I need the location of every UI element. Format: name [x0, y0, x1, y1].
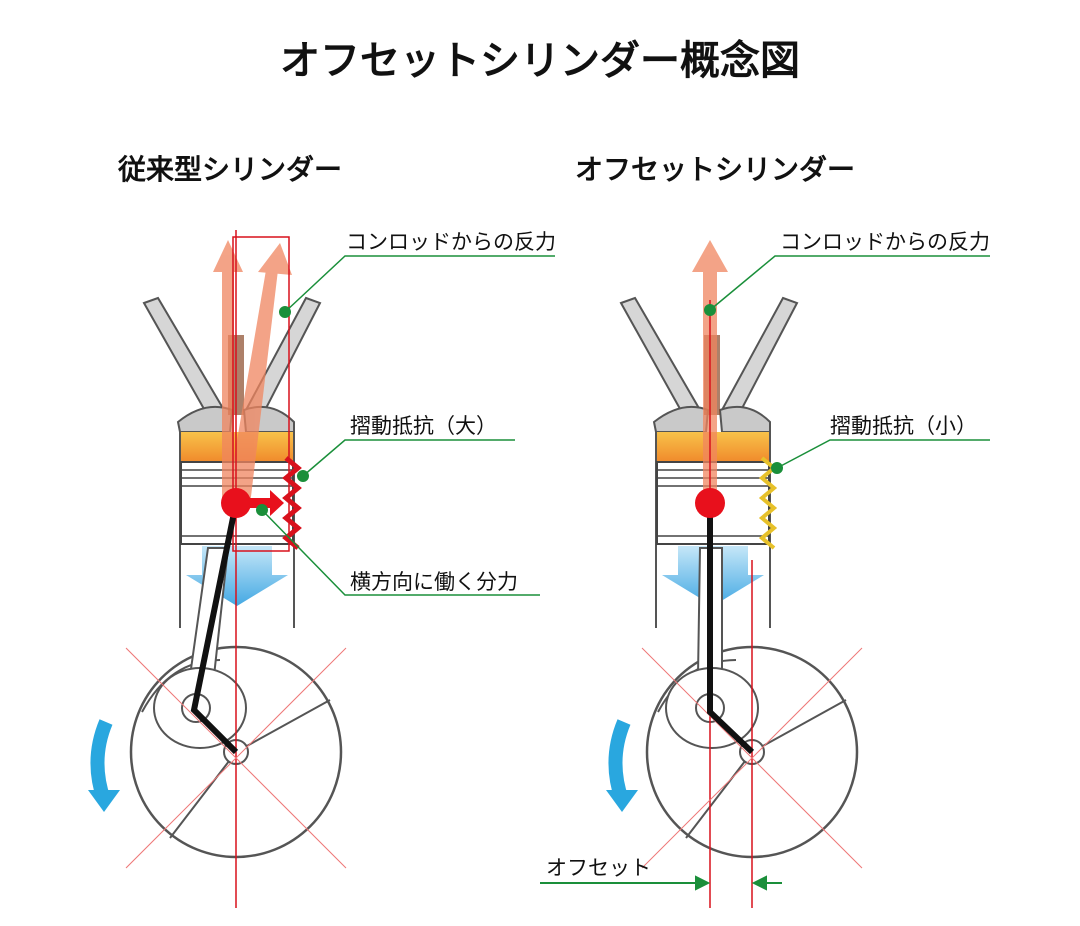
right-rotation-arrow — [608, 719, 631, 803]
right-engine — [540, 240, 863, 908]
right-linkage — [707, 503, 755, 755]
right-piston-pin — [695, 488, 725, 518]
left-label-reaction-force: コンロッドからの反力 — [346, 230, 556, 254]
left-intake-valve — [142, 296, 234, 433]
right-force-marker — [704, 304, 716, 316]
left-rotation-arrow — [90, 719, 113, 803]
offset-dimension — [540, 875, 782, 891]
diagram-title: オフセットシリンダー概念図 — [280, 38, 800, 84]
left-engine — [88, 230, 347, 908]
right-leaders — [709, 255, 990, 469]
right-exhaust-valve — [718, 296, 799, 433]
right-friction-marker — [771, 462, 783, 474]
right-label-reaction-force: コンロッドからの反力 — [780, 230, 990, 254]
left-friction-marker — [297, 470, 309, 482]
left-force-parallelogram — [232, 236, 290, 552]
left-label-friction: 摺動抵抗（大） — [350, 414, 497, 438]
right-friction-zigzag — [758, 456, 778, 550]
left-friction-zigzag — [282, 456, 302, 550]
right-intake-valve — [619, 296, 710, 433]
left-leaders — [261, 255, 555, 596]
left-side-force-arrow — [250, 490, 284, 516]
right-label-offset: オフセット — [546, 856, 651, 880]
left-reaction-arrows — [213, 240, 292, 505]
left-force-marker — [279, 306, 291, 318]
left-piston-pin — [221, 488, 251, 518]
right-heading: オフセットシリンダー — [575, 153, 856, 186]
left-label-side-force: 横方向に働く分力 — [350, 570, 518, 594]
right-label-friction: 摺動抵抗（小） — [830, 414, 977, 438]
left-linkage — [190, 502, 239, 755]
left-heading: 従来型シリンダー — [118, 153, 343, 186]
left-side-marker — [256, 504, 268, 516]
